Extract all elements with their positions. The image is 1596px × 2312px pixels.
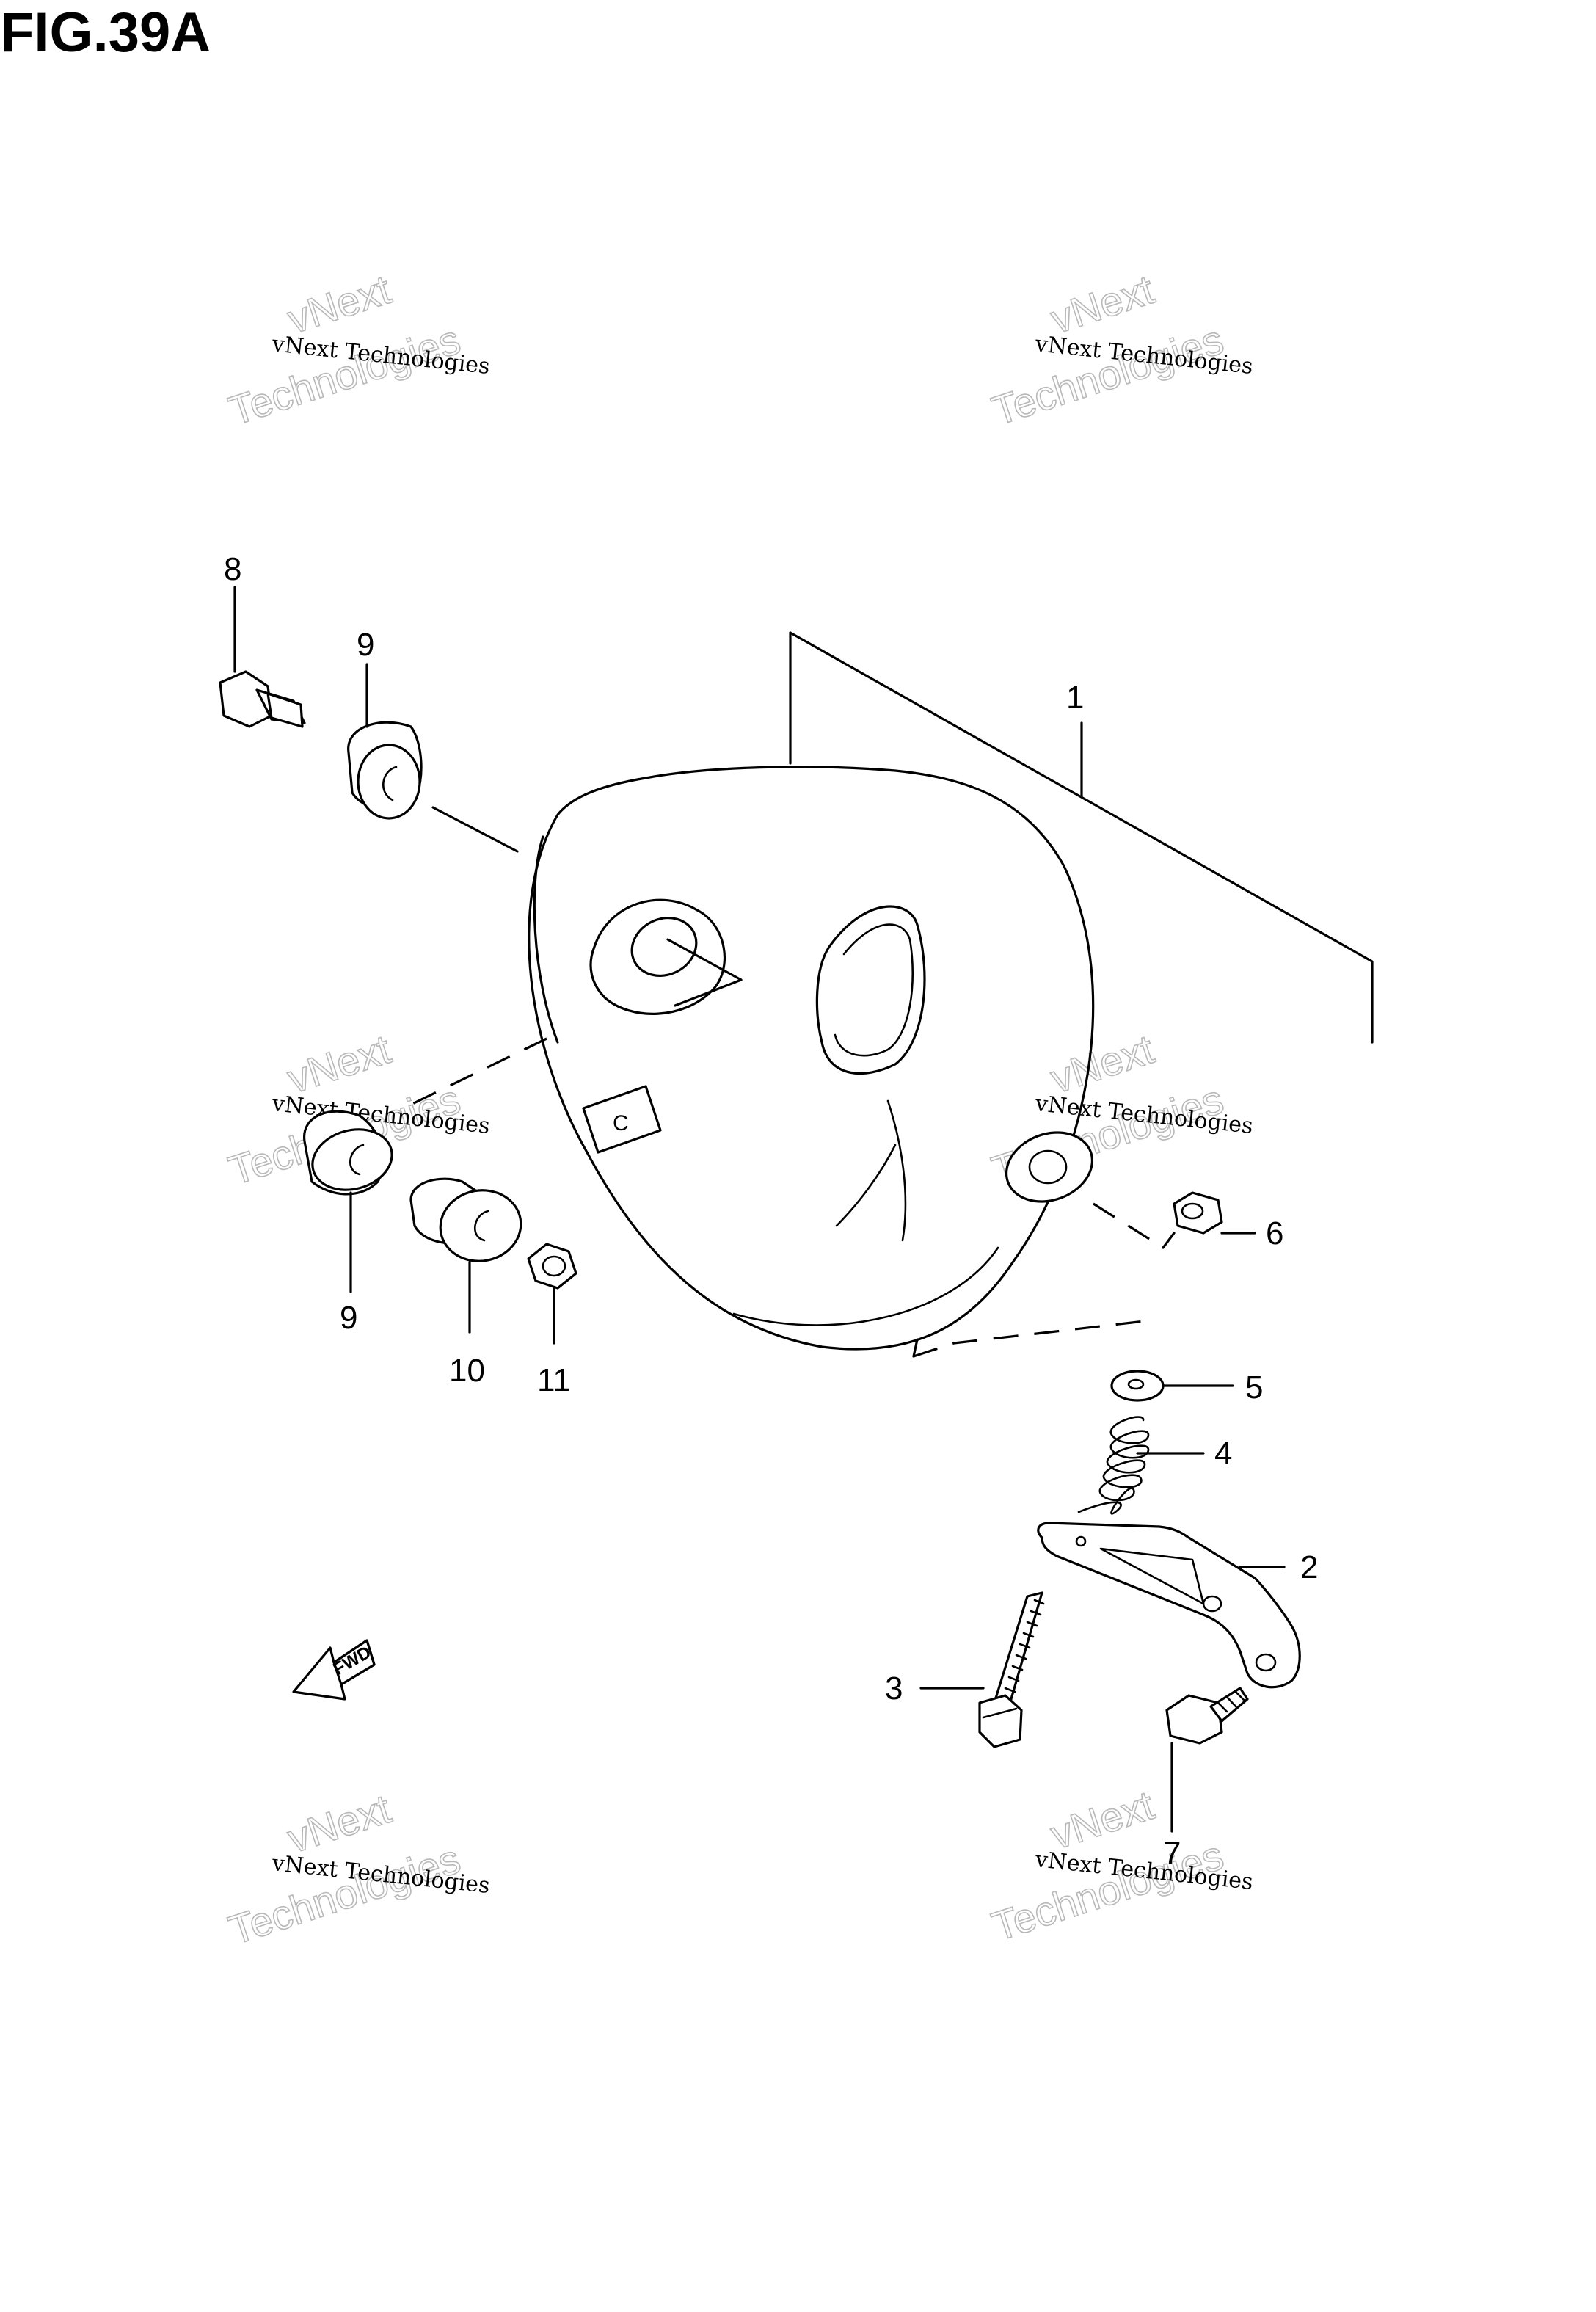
fwd-arrow: FWD — [292, 1639, 376, 1701]
callout-2: 2 — [1300, 1549, 1318, 1585]
part-9-grommet-upper — [347, 721, 423, 820]
svg-text:Technologies: Technologies — [223, 1835, 465, 1953]
svg-text:vNext: vNext — [1045, 266, 1159, 342]
headlight-housing: C — [528, 766, 1095, 1351]
callout-11: 11 — [537, 1362, 571, 1398]
callout-6: 6 — [1266, 1215, 1283, 1251]
callout-7: 7 — [1163, 1836, 1181, 1872]
watermark-top-left: vNext Technologies vNext Technologies — [222, 265, 491, 435]
part-3-bolt — [978, 1591, 1045, 1748]
svg-text:Technologies: Technologies — [223, 316, 465, 434]
watermark-bottom-right: vNext Technologies vNext Technologies — [985, 1781, 1254, 1950]
callout-3: 3 — [885, 1671, 903, 1706]
svg-text:vNext: vNext — [282, 1785, 396, 1861]
svg-text:vNext: vNext — [1045, 1781, 1159, 1858]
part-6-nut — [1173, 1191, 1223, 1235]
callout-10: 10 — [449, 1353, 485, 1389]
svg-text:Technologies: Technologies — [986, 1831, 1228, 1949]
svg-text:vNext: vNext — [1045, 1025, 1159, 1102]
figure-title: FIG.39A — [0, 1, 211, 64]
callout-9-lower: 9 — [340, 1300, 357, 1336]
svg-text:vNext: vNext — [282, 1025, 396, 1102]
part-7-bolt — [1165, 1687, 1249, 1745]
watermark-top-right: vNext Technologies vNext Technologies — [985, 265, 1254, 435]
watermark-bottom-left: vNext Technologies vNext Technologies — [222, 1784, 491, 1954]
callout-4: 4 — [1214, 1436, 1232, 1472]
part-2-bracket — [1037, 1522, 1301, 1689]
svg-text:vNext: vNext — [282, 266, 396, 342]
switch-mark: C — [613, 1111, 629, 1135]
assembly-lines — [410, 806, 1176, 1358]
part-9-grommet-lower — [303, 1110, 393, 1196]
leader-part-1 — [789, 631, 1374, 1044]
callout-1: 1 — [1066, 680, 1084, 716]
callout-numbers: 1 2 3 4 5 6 7 8 9 9 10 11 — [224, 551, 1318, 1872]
part-10-collar — [409, 1177, 522, 1262]
part-4-spring — [1077, 1416, 1150, 1515]
callout-9-upper: 9 — [357, 627, 374, 663]
part-5-washer — [1110, 1370, 1165, 1402]
callout-5: 5 — [1245, 1370, 1263, 1406]
part-11-nut — [527, 1243, 577, 1290]
part-8-bolt — [219, 670, 306, 728]
callout-8: 8 — [224, 551, 241, 587]
callout-leaders — [233, 586, 1286, 1833]
svg-text:Technologies: Technologies — [986, 316, 1228, 434]
